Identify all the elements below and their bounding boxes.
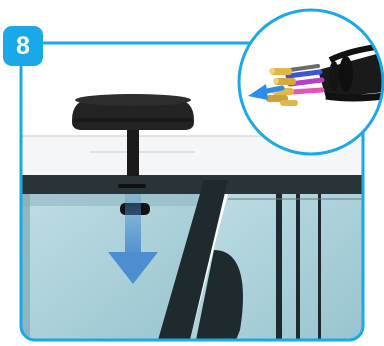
step-number: 8 — [16, 34, 30, 59]
step-number-badge: 8 — [3, 26, 43, 66]
cable-callout — [239, 10, 384, 154]
window-frame — [21, 176, 363, 194]
